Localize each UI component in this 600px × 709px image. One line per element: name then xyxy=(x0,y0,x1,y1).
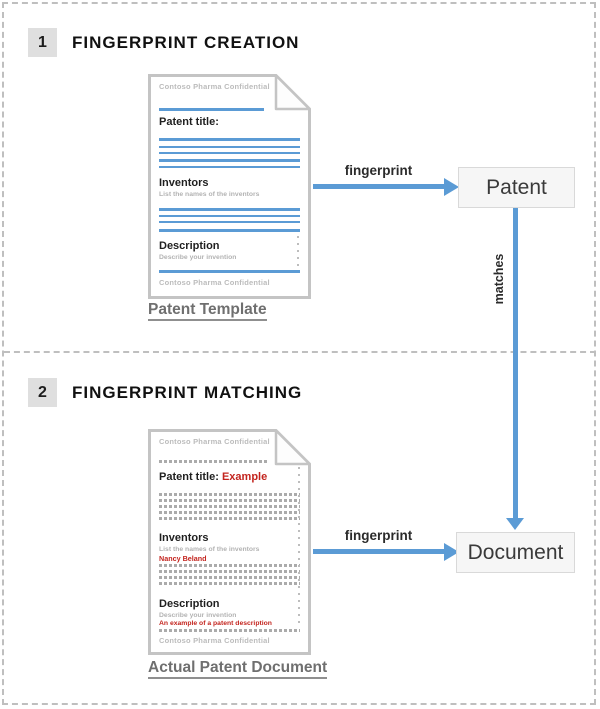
section-divider xyxy=(4,351,596,353)
section-1-number: 1 xyxy=(38,33,47,51)
page-outline-with-fold xyxy=(148,74,311,299)
section-1-title: FINGERPRINT CREATION xyxy=(72,33,300,52)
page-outline-with-fold xyxy=(148,429,311,655)
handwritten-line xyxy=(159,505,300,508)
fingerprint-arrowhead-1 xyxy=(444,178,459,196)
ruled-line xyxy=(159,146,300,148)
patent-template-document: Contoso Pharma Confidential Patent title… xyxy=(148,74,311,299)
handwritten-line xyxy=(159,460,269,463)
handwritten-line xyxy=(159,517,300,520)
handwritten-line xyxy=(159,582,300,585)
fingerprint-arrow-2 xyxy=(313,549,445,554)
ruled-line xyxy=(159,152,300,154)
description-label: Description xyxy=(159,240,220,252)
description-value: An example of a patent description xyxy=(159,620,272,627)
handwritten-line xyxy=(159,499,300,502)
handwritten-line xyxy=(159,511,300,514)
fingerprint-arrow-label-1: fingerprint xyxy=(344,163,413,178)
inventors-label: Inventors xyxy=(159,532,209,544)
inventors-value: Nancy Beland xyxy=(159,554,207,563)
inventors-label: Inventors xyxy=(159,177,209,189)
matches-arrowhead xyxy=(506,518,524,530)
actual-doc-caption: Actual Patent Document xyxy=(148,659,328,679)
ruled-line xyxy=(159,138,300,141)
description-hint: Describe your invention xyxy=(159,612,237,619)
handwritten-line xyxy=(159,564,300,567)
handwritten-line xyxy=(159,570,300,573)
section-2-number: 2 xyxy=(38,383,47,401)
doc-header-watermark: Contoso Pharma Confidential xyxy=(159,437,270,446)
ruled-line xyxy=(159,270,300,273)
description-hint: Describe your invention xyxy=(159,254,237,261)
ruled-line xyxy=(159,159,300,162)
description-label: Description xyxy=(159,598,220,610)
handwritten-line xyxy=(159,576,300,579)
inventors-hint: List the names of the inventors xyxy=(159,546,260,553)
handwritten-line xyxy=(159,493,300,496)
patent-title-label: Patent title: xyxy=(159,116,219,128)
fingerprint-arrow-1 xyxy=(313,184,445,189)
matches-arrow-label: matches xyxy=(492,253,506,305)
doc-footer-watermark: Contoso Pharma Confidential xyxy=(159,278,270,287)
ruled-line xyxy=(159,166,300,168)
matches-arrow xyxy=(513,208,518,519)
fingerprint-arrowhead-2 xyxy=(444,543,459,561)
doc-footer-watermark: Contoso Pharma Confidential xyxy=(159,636,270,645)
ruled-line xyxy=(159,108,264,111)
ruled-line xyxy=(159,221,300,223)
ruled-line xyxy=(159,208,300,211)
ruled-line xyxy=(159,215,300,217)
document-node: Document xyxy=(456,532,575,573)
ruled-line xyxy=(159,229,300,232)
patent-title-line: Patent title: Example xyxy=(159,471,268,483)
section-2-title: FINGERPRINT MATCHING xyxy=(72,383,303,402)
patent-title-value: Example xyxy=(221,471,268,483)
section-1-number-badge: 1 xyxy=(28,28,57,57)
fingerprint-arrow-label-2: fingerprint xyxy=(344,528,413,543)
actual-patent-document: Contoso Pharma Confidential Patent title… xyxy=(148,429,311,655)
section-2-number-badge: 2 xyxy=(28,378,57,407)
handwritten-line xyxy=(159,629,300,632)
template-doc-caption: Patent Template xyxy=(148,301,267,321)
dotted-margin xyxy=(298,467,300,627)
dotted-margin xyxy=(297,236,299,270)
inventors-hint: List the names of the inventors xyxy=(159,191,260,198)
doc-header-watermark: Contoso Pharma Confidential xyxy=(159,82,270,91)
patent-node: Patent xyxy=(458,167,575,208)
